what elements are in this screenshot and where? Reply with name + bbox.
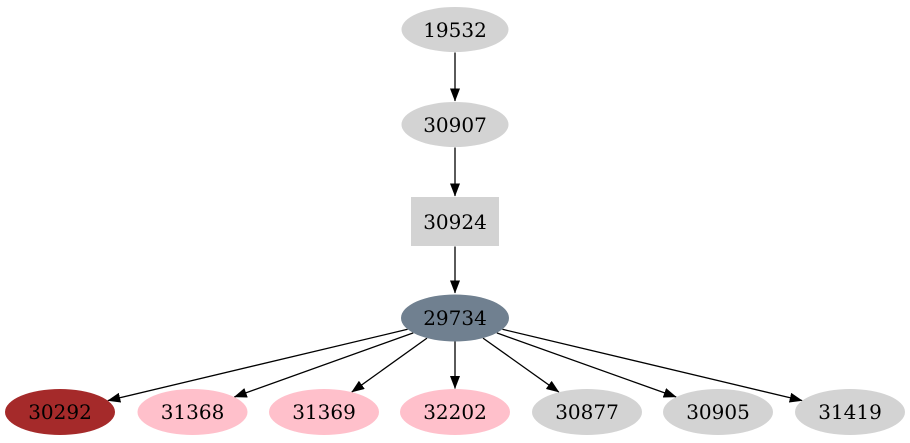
node-31419-shape[interactable] [795, 389, 905, 435]
node-30907-label: 30907 [423, 113, 487, 137]
edge-29734-31369 [351, 337, 428, 393]
node-30924[interactable]: 30924 [411, 197, 499, 246]
node-29734[interactable]: 29734 [401, 294, 509, 342]
node-30877-shape[interactable] [532, 389, 642, 435]
nodes: 19532 30907 30924 29734 30292 31368 [5, 7, 905, 435]
node-31368[interactable]: 31368 [137, 389, 248, 435]
node-32202-shape[interactable] [400, 389, 510, 435]
node-30292-label: 30292 [28, 400, 92, 424]
node-32202[interactable]: 32202 [400, 389, 510, 435]
node-30292-shape[interactable] [5, 389, 115, 435]
node-19532[interactable]: 19532 [401, 7, 509, 52]
node-30907[interactable]: 30907 [401, 102, 509, 147]
node-31419-label: 31419 [818, 400, 882, 424]
edge-29734-31419 [502, 328, 803, 403]
node-31369-shape[interactable] [269, 389, 379, 435]
node-29734-label: 29734 [423, 306, 487, 330]
edges [107, 52, 803, 403]
node-30905[interactable]: 30905 [663, 389, 773, 435]
node-19532-label: 19532 [423, 18, 487, 42]
node-30924-label: 30924 [423, 210, 487, 234]
node-30905-shape[interactable] [663, 389, 773, 435]
edge-29734-30877 [482, 337, 560, 393]
node-31368-label: 31368 [161, 400, 225, 424]
edge-29734-31368 [233, 332, 414, 398]
node-30877[interactable]: 30877 [532, 389, 642, 435]
node-30877-label: 30877 [555, 400, 619, 424]
edge-29734-30905 [496, 332, 677, 398]
node-31368-shape[interactable] [137, 389, 248, 435]
node-29734-shape[interactable] [401, 294, 509, 342]
node-30292[interactable]: 30292 [5, 389, 115, 435]
node-31419[interactable]: 31419 [795, 389, 905, 435]
node-31369[interactable]: 31369 [269, 389, 379, 435]
edge-29734-30292 [107, 328, 408, 403]
node-30905-label: 30905 [686, 400, 750, 424]
node-30924-shape[interactable] [411, 197, 499, 246]
node-30907-shape[interactable] [401, 102, 509, 147]
node-32202-label: 32202 [423, 400, 487, 424]
node-31369-label: 31369 [292, 400, 356, 424]
node-19532-shape[interactable] [401, 7, 509, 52]
